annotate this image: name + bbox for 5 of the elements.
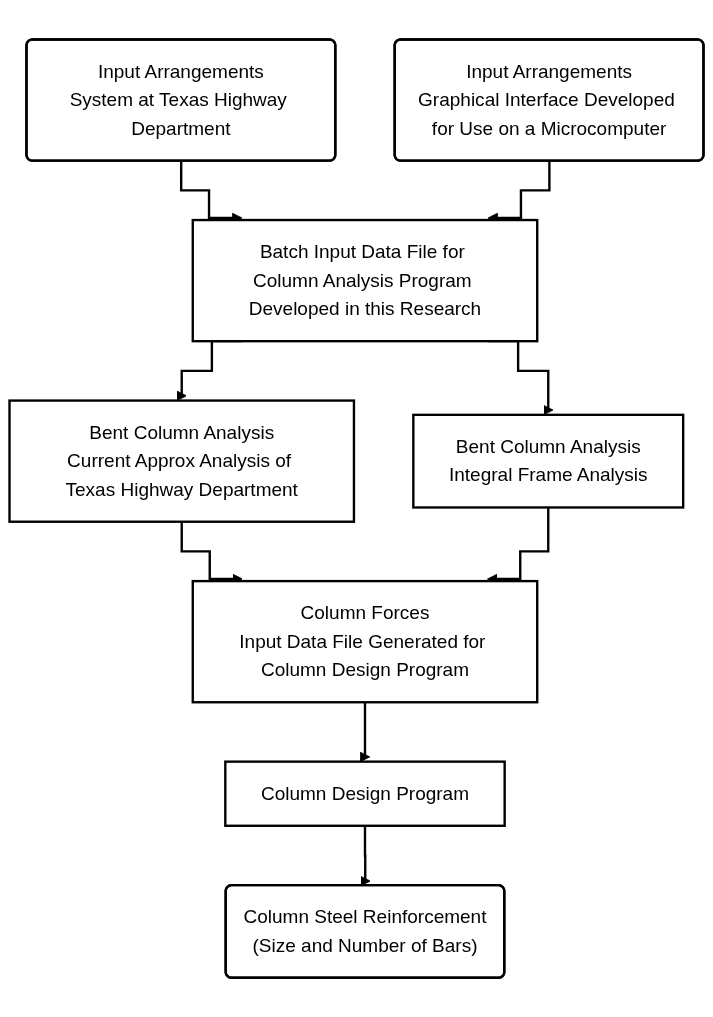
node-box: Bent Column Analysis Integral Frame Analysis — [412, 413, 685, 509]
node-box: Bent Column Analysis Current Approx Analysis of Texas Highway Department — [8, 399, 356, 523]
node-box: Column Design Program — [224, 760, 506, 827]
node-box: Batch Input Data File for Column Analysis Program Developed in this Research — [191, 218, 539, 343]
node-box: Column Forces Input Data File Generated for Column Design Program — [191, 579, 539, 704]
